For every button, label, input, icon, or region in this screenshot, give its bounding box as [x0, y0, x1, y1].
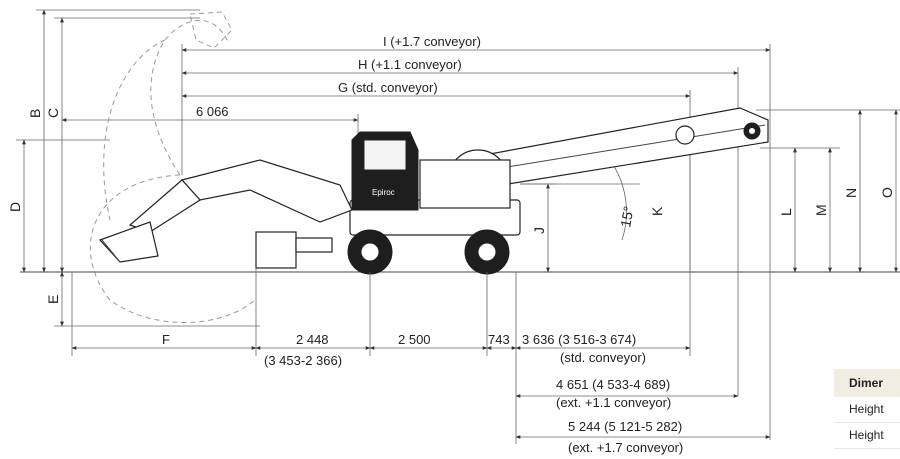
- dim-d1-label: 2 448: [296, 332, 329, 347]
- dim-F-label: F: [162, 332, 170, 347]
- dim-D-label: D: [7, 202, 23, 212]
- left-vertical-dims: [16, 9, 260, 327]
- dim-d4-sub-label: (std. conveyor): [560, 350, 646, 365]
- dim-J-label: J: [531, 227, 547, 234]
- angle-label: 15°: [617, 205, 636, 229]
- dim-d1-sub-label: (3 453-2 366): [264, 353, 342, 368]
- dim-d3-label: 743: [488, 332, 510, 347]
- dim-M-label: M: [813, 204, 829, 216]
- dim-d5-sub-label: (ext. +1.1 conveyor): [556, 395, 671, 410]
- dim-d2-label: 2 500: [398, 332, 431, 347]
- bottom-dims: [71, 268, 771, 444]
- table-row: Height: [834, 397, 900, 423]
- dim-d6-label: 5 244 (5 121-5 282): [568, 419, 682, 434]
- table-row: Height: [834, 423, 900, 449]
- dim-d4-label: 3 636 (3 516-3 674): [522, 332, 636, 347]
- dim-reach-label: 6 066: [196, 104, 229, 119]
- dim-N-label: N: [843, 188, 859, 198]
- dim-H-label: H (+1.1 conveyor): [358, 57, 462, 72]
- dim-C-label: C: [45, 108, 61, 118]
- right-vertical-dims: [520, 109, 900, 273]
- bucket-swing-ghost: [89, 11, 256, 323]
- machine-illustration: Epiroc: [98, 107, 769, 275]
- dimensions-table: Dimer Height Height: [834, 369, 900, 449]
- dim-L-label: L: [778, 208, 794, 216]
- dim-K-label: K: [649, 206, 665, 216]
- angle-arc: [609, 159, 627, 241]
- dim-d6-sub-label: (ext. +1.7 conveyor): [568, 440, 683, 455]
- dim-E-label: E: [45, 295, 61, 304]
- dim-I-label: I (+1.7 conveyor): [383, 34, 481, 49]
- dim-O-label: O: [879, 187, 895, 198]
- brand-logo: Epiroc: [372, 188, 395, 197]
- dim-d5-label: 4 651 (4 533-4 689): [556, 377, 670, 392]
- dim-G-label: G (std. conveyor): [338, 80, 438, 95]
- table-header: Dimer: [834, 369, 900, 397]
- dim-B-label: B: [27, 109, 43, 118]
